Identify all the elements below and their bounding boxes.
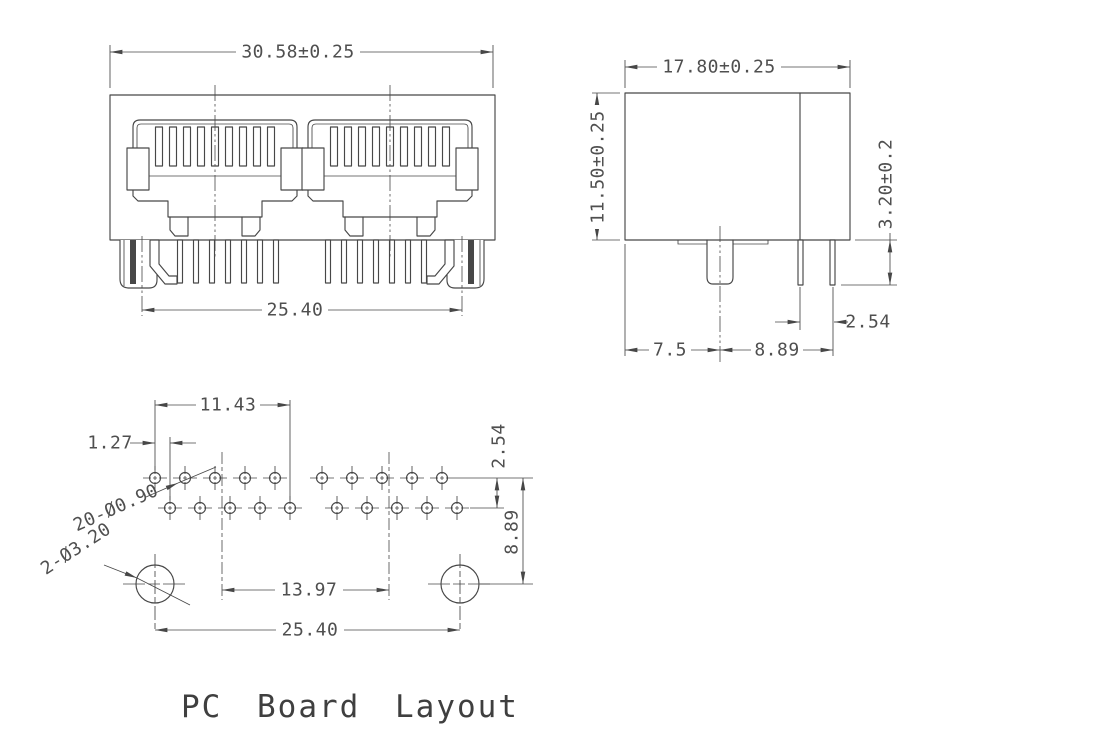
side-body-outline <box>624 92 851 241</box>
callout-pin-holes: 20-Ø0.90 <box>70 480 161 536</box>
mounting-post <box>706 239 734 285</box>
dim-side-pin-pitch: 2.54 <box>845 312 890 333</box>
dim-front-overall-width: 30.58±0.25 <box>241 42 354 63</box>
side-pin <box>829 239 836 286</box>
dim-pcb-pin-span: 11.43 <box>200 395 257 416</box>
dim-side-height: 11.50±0.25 <box>588 110 609 223</box>
side-view: 17.80±0.25 11.50±0.25 3.20±0.2 2.54 <box>588 57 897 362</box>
dim-pcb-stagger: 1.27 <box>87 433 132 454</box>
dim-pcb-mount-drop: 8.89 <box>502 509 523 554</box>
dim-pcb-row-pitch: 2.54 <box>489 423 510 468</box>
dim-side-depth: 17.80±0.25 <box>662 57 775 78</box>
front-foot-left <box>119 239 280 289</box>
dim-pcb-mount-span: 25.40 <box>282 620 339 641</box>
dim-side-pin-protrusion: 3.20±0.2 <box>876 139 897 230</box>
front-foot-right <box>324 239 485 289</box>
dim-front-tab-span: 25.40 <box>267 300 324 321</box>
dim-pcb-port-spacing: 13.97 <box>281 580 338 601</box>
housing-outline <box>109 94 496 241</box>
drawing-title: PC Board Layout <box>181 689 519 725</box>
dim-side-post-to-pins: 8.89 <box>754 340 799 361</box>
dim-side-post-to-front: 7.5 <box>653 340 687 361</box>
side-pin <box>797 239 804 286</box>
front-view: 30.58±0.25 25.40 <box>109 42 496 321</box>
pcb-layout-view: 11.43 1.27 2.54 8.89 13.97 25.40 20-Ø0.9… <box>37 395 533 641</box>
